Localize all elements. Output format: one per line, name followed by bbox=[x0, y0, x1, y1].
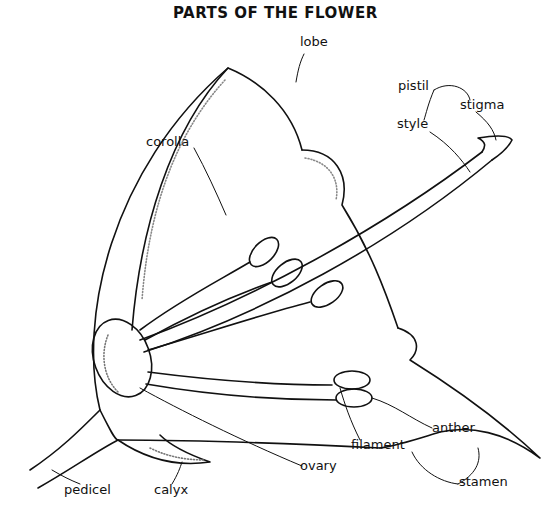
leader-line bbox=[430, 132, 470, 172]
corolla-inner-edge bbox=[132, 68, 228, 330]
leader-line bbox=[476, 112, 496, 140]
style-line bbox=[144, 160, 492, 352]
pedicel-stem bbox=[30, 410, 100, 470]
calyx-shading bbox=[150, 448, 205, 460]
leader-line bbox=[140, 388, 302, 466]
part-label: filament bbox=[351, 437, 405, 452]
corolla-outline bbox=[94, 68, 302, 410]
anther-shape bbox=[267, 254, 307, 292]
leader-line bbox=[296, 54, 304, 82]
anther-shape bbox=[307, 275, 348, 312]
part-label: pistil bbox=[398, 78, 429, 93]
anther-shape bbox=[244, 232, 284, 272]
bracket-line bbox=[424, 90, 434, 120]
ovary-shape bbox=[82, 311, 162, 405]
leader-line bbox=[340, 388, 360, 440]
pedicel-stem bbox=[38, 440, 118, 488]
part-label: ovary bbox=[300, 458, 337, 473]
style-line bbox=[140, 152, 482, 340]
stigma-shape bbox=[478, 136, 512, 160]
bracket-line bbox=[412, 452, 458, 484]
corolla-shading bbox=[142, 80, 225, 300]
corolla-bottom bbox=[118, 440, 380, 448]
leader-line bbox=[372, 398, 432, 428]
part-label: corolla bbox=[146, 134, 189, 149]
part-label: lobe bbox=[300, 34, 328, 49]
part-label: pedicel bbox=[64, 482, 111, 497]
part-label: anther bbox=[432, 420, 475, 435]
diagram-title: PARTS OF THE FLOWER bbox=[173, 4, 378, 22]
leader-line bbox=[52, 470, 80, 484]
calyx-outline bbox=[100, 410, 210, 463]
ovary-shading bbox=[104, 335, 118, 392]
filament-line bbox=[148, 372, 332, 385]
part-label: calyx bbox=[154, 482, 188, 497]
anther-shape bbox=[334, 371, 370, 389]
corolla-shading bbox=[305, 158, 337, 200]
filament-line bbox=[148, 302, 310, 350]
part-label: stigma bbox=[460, 97, 504, 112]
part-label: style bbox=[397, 116, 428, 131]
filament-line bbox=[146, 384, 336, 400]
leader-line bbox=[194, 148, 226, 215]
part-label: stamen bbox=[459, 474, 508, 489]
leader-line bbox=[172, 462, 182, 484]
